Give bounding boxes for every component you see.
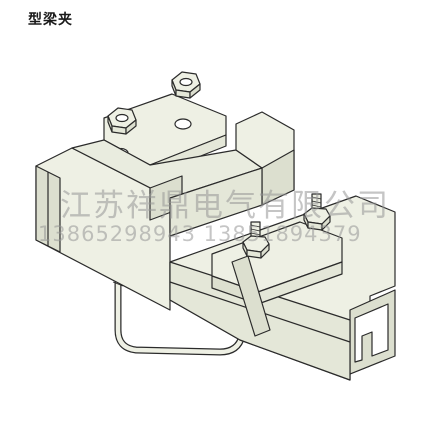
beam-body <box>35 111 295 311</box>
hex-nut-left <box>107 107 137 135</box>
hex-nut-top <box>171 71 201 99</box>
page-title: 型梁夹 <box>28 12 73 28</box>
threaded-stud-right <box>303 193 331 231</box>
lower-clamp-plate <box>211 221 343 337</box>
threaded-stud-left <box>242 221 270 259</box>
